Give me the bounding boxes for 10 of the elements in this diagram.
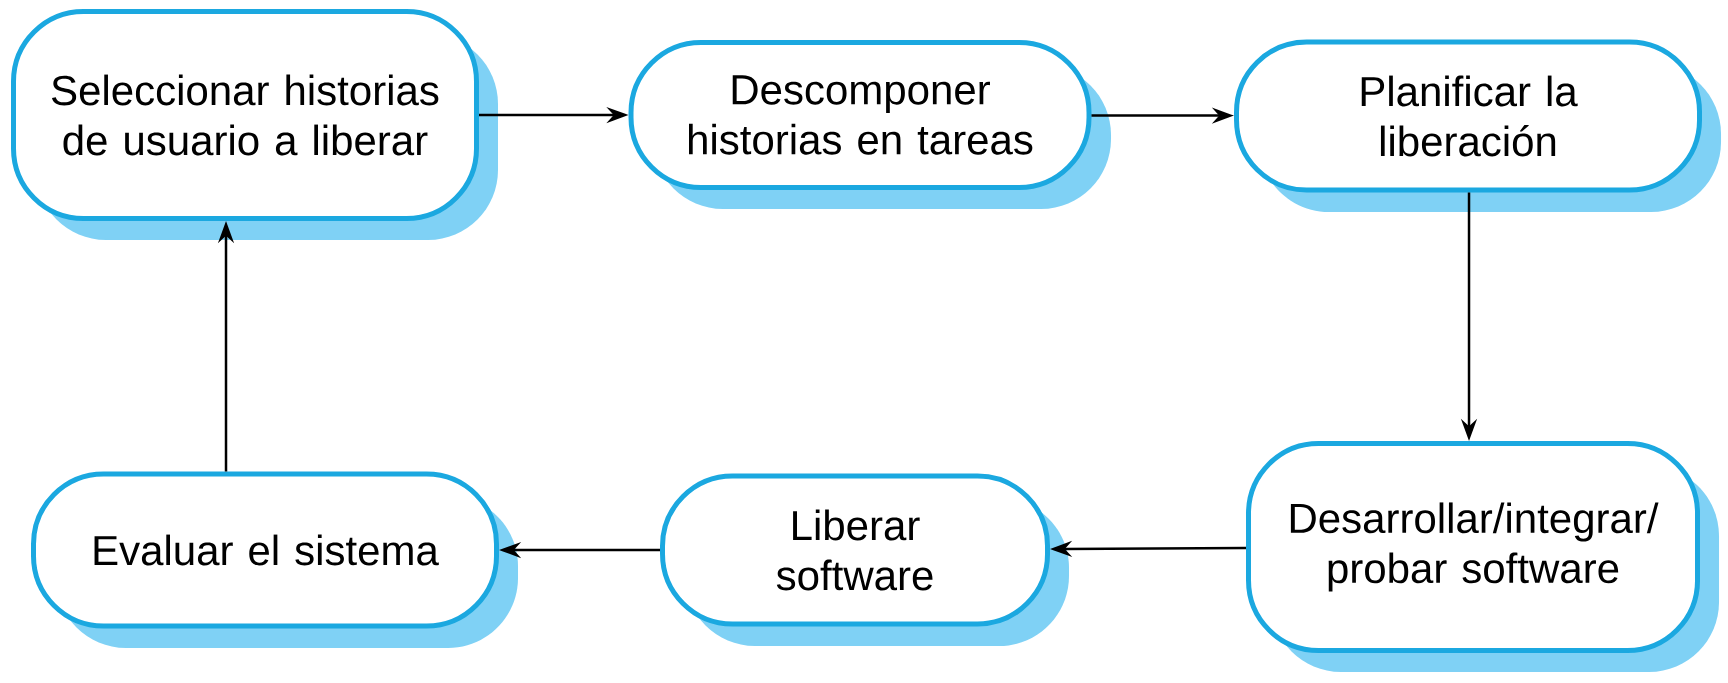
process-box: Planificar la liberación xyxy=(1234,39,1721,212)
process-box: Descomponer historias en tareas xyxy=(628,40,1111,209)
process-box: Liberar software xyxy=(660,473,1069,646)
node-label: Evaluar el sistema xyxy=(94,534,439,566)
node-label: Planificar la liberación xyxy=(1361,75,1578,157)
process-box: Desarrollar/integrar/ probar software xyxy=(1246,441,1719,672)
process-box: Evaluar el sistema xyxy=(31,471,518,648)
process-box: Seleccionar historias de usuario a liberar xyxy=(11,9,498,240)
node-label: Liberar software xyxy=(776,509,933,591)
node-label: Desarrollar/integrar/ probar software xyxy=(1290,502,1659,592)
